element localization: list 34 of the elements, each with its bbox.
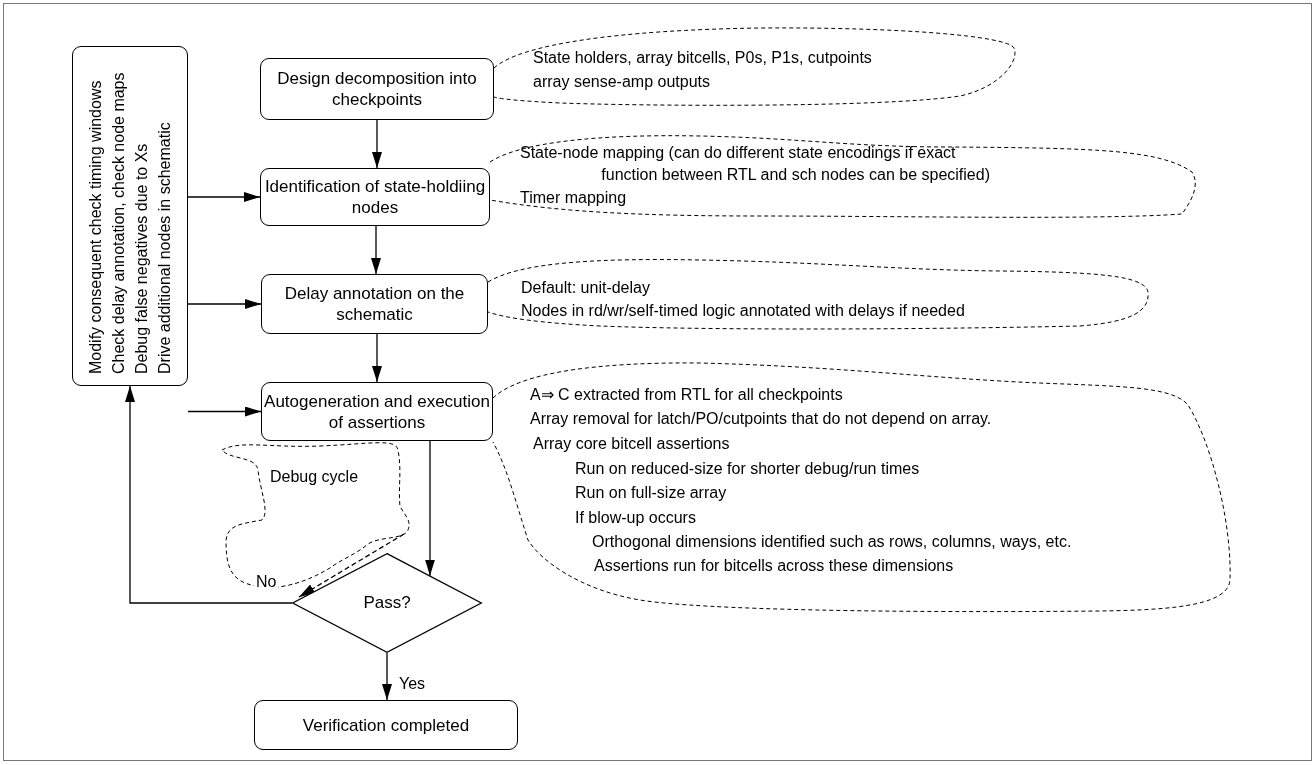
box-text: Drive additional nodes in schematic (155, 122, 174, 374)
box-text: Design decomposition into checkpoints (276, 68, 478, 110)
box-text: Verification completed (302, 714, 470, 736)
annotation-text: A⇒ C extracted from RTL for all checkpoints (530, 385, 843, 404)
annotation-text: Run on full-size array (575, 483, 727, 502)
annotation-text: Array core bitcell assertions (533, 434, 730, 453)
decision-diamond (292, 553, 482, 653)
annotation-text: array sense-amp outputs (533, 72, 710, 91)
annotation-text: Array removal for latch/PO/cutpoints that do not depend on array. (530, 409, 992, 428)
annotation-text: If blow-up occurs (575, 508, 696, 527)
process-box (261, 382, 493, 441)
annotation-text: State holders, array bitcells, P0s, P1s, cutpoints (533, 48, 872, 67)
annotation-text: Default: unit-delay (521, 278, 650, 297)
decision-text: Pass? (363, 593, 411, 613)
box-text: Identification of state-holdiing nodes (263, 176, 487, 218)
box-text: Check delay annotation, check node maps (109, 72, 128, 374)
process-box (260, 58, 494, 120)
process-box (261, 274, 488, 334)
process-box (254, 700, 518, 750)
box-text: Modify consequent check timing windows (86, 80, 105, 374)
annotation-cloud (488, 258, 1152, 332)
annotation-text: Run on reduced-size for shorter debug/run times (575, 459, 920, 478)
annotation-text: Debug cycle (270, 467, 359, 486)
annotation-text: Nodes in rd/wr/self-timed logic annotated with delays if needed (521, 301, 965, 320)
annotation-text: State-node mapping (can do different state encodings if exact function between RTL and sch nodes can be specified) (520, 143, 990, 185)
annotation-text: Orthogonal dimensions identified such as rows, columns, ways, etc. (592, 532, 1072, 551)
process-box (260, 168, 490, 226)
process-box (72, 46, 188, 386)
edge-label: No (254, 573, 279, 591)
annotation-text: Timer mapping (520, 188, 627, 207)
box-text: Autogeneration and execution of assertions (263, 390, 491, 433)
annotation-text: Assertions run for bitcells across these dimensions (594, 556, 954, 575)
box-text: Delay annotation on the schematic (283, 283, 466, 325)
box-text: Debug false negatives due to Xs (132, 143, 151, 374)
